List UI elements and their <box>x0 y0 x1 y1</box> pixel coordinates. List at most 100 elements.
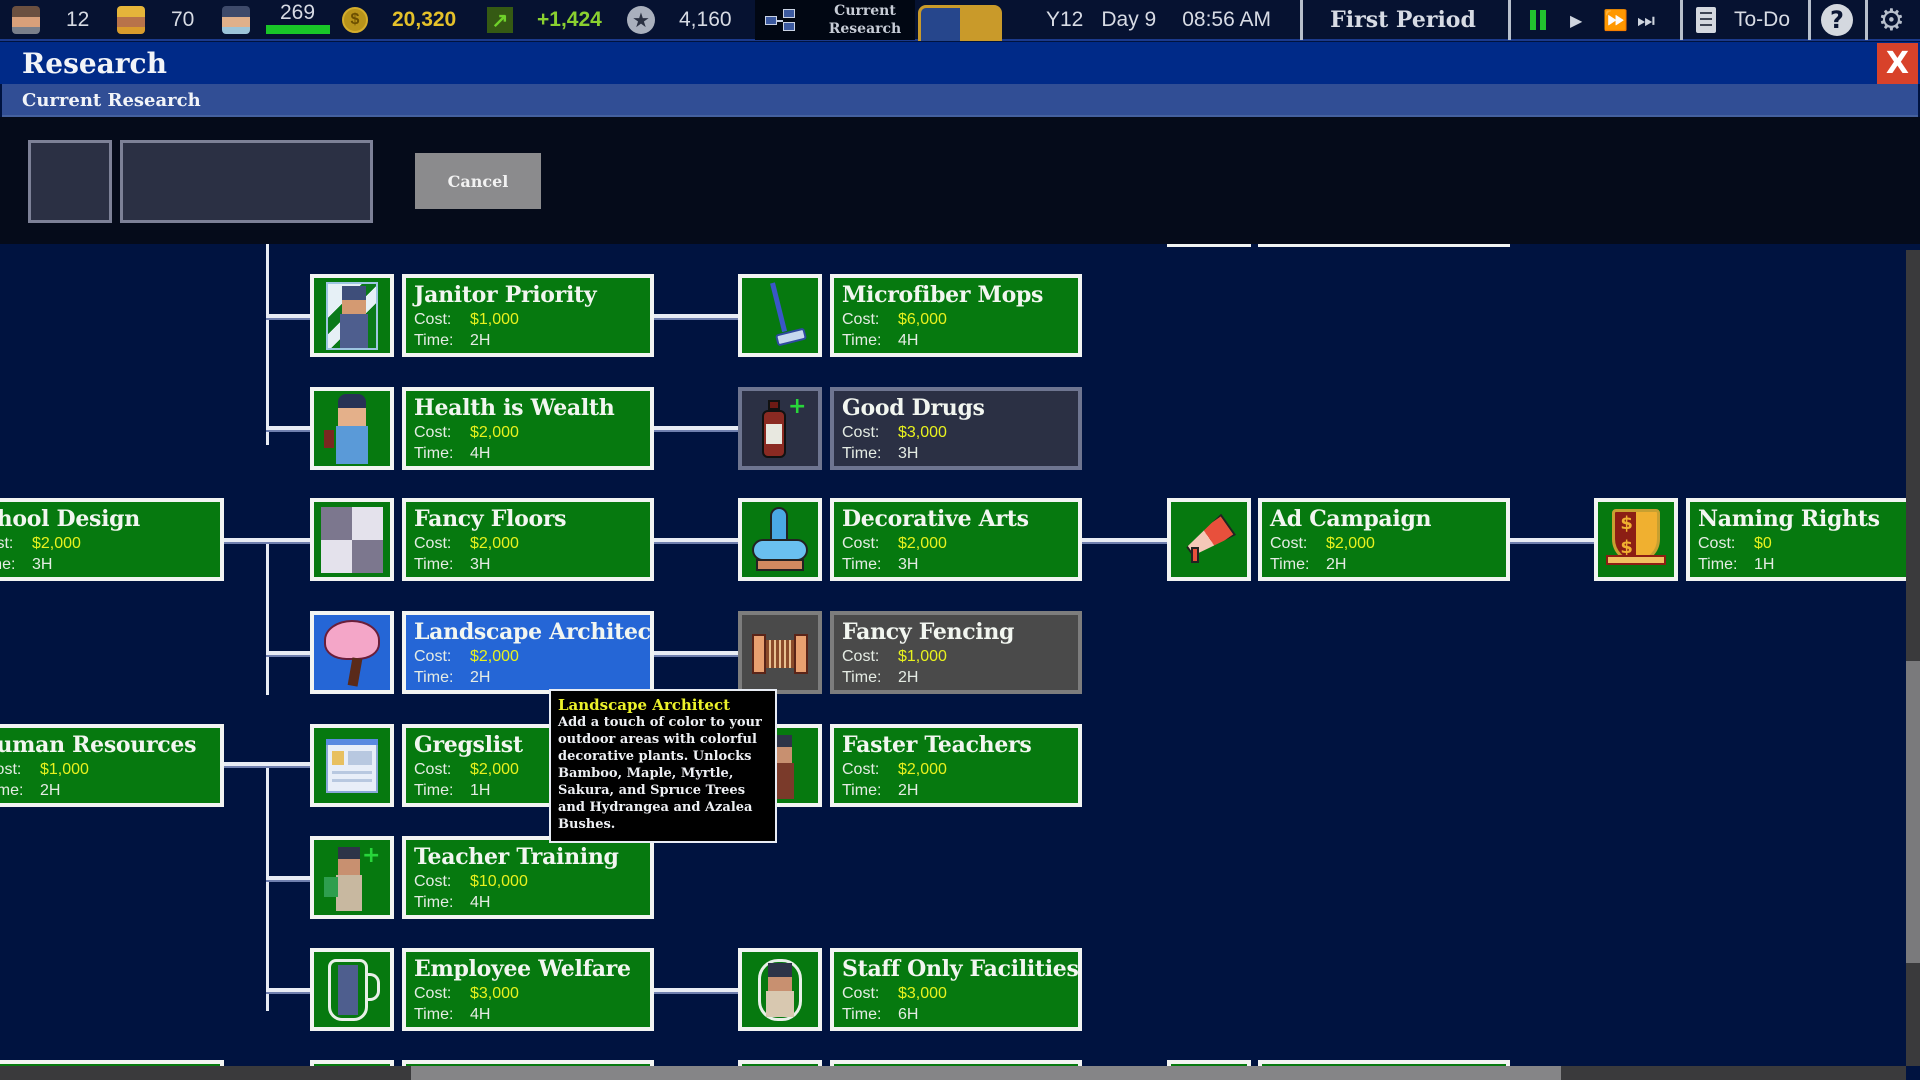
fast-forward-button[interactable]: ⏩ <box>1603 8 1628 32</box>
top-hud: 12 70 269 $ 20,320 ↗ +1,424 ★ 4,160 Curr… <box>0 0 1920 41</box>
time-value: 3H <box>32 556 53 573</box>
coin-icon: $ <box>342 7 368 33</box>
research-node-landscape-architect[interactable]: Landscape Architect Cost:$2,000 Time:2H <box>402 611 654 694</box>
connector <box>224 538 310 542</box>
money-value: 20,320 <box>392 8 457 31</box>
play-button[interactable]: ▶ <box>1570 9 1582 31</box>
research-node-microfiber-mops[interactable]: Microfiber Mops Cost:$6,000 Time:4H <box>830 274 1082 357</box>
help-button[interactable]: ? <box>1821 0 1853 40</box>
research-node-partial[interactable] <box>738 1060 822 1066</box>
node-title: Human Resources <box>0 732 197 758</box>
time-label: Time: <box>414 1006 454 1023</box>
research-node-janitor-priority[interactable]: Janitor Priority Cost:$1,000 Time:2H <box>402 274 654 357</box>
time-label: Time: <box>1270 556 1310 573</box>
research-node-naming-rights[interactable]: Naming Rights Cost:$0 Time:1H <box>1686 498 1906 581</box>
research-node-school-design[interactable]: School Design Cost:$2,000 Time:3H <box>0 498 224 581</box>
node-title: Teacher Training <box>414 844 619 870</box>
ad-campaign-icon-box[interactable] <box>1167 498 1251 581</box>
fancy-floors-icon-box[interactable] <box>310 498 394 581</box>
node-title: Decorative Arts <box>842 506 1029 532</box>
gregslist-icon-box[interactable] <box>310 724 394 807</box>
research-node-human-resources[interactable]: Human Resources Cost:$1,000 Time:2H <box>0 724 224 807</box>
cost-value: $2,000 <box>1326 535 1375 552</box>
research-node-health-is-wealth[interactable]: Health is Wealth Cost:$2,000 Time:4H <box>402 387 654 470</box>
time-value: 2H <box>470 332 491 349</box>
fancy-fencing-icon-box[interactable] <box>738 611 822 694</box>
cost-value: $0 <box>1754 535 1772 552</box>
school-crest-icon[interactable] <box>918 5 1002 41</box>
naming-rights-icon-box[interactable]: $ $$ $ <box>1594 498 1678 581</box>
cost-label: Cost: <box>1270 535 1308 552</box>
research-tree-icon <box>765 0 799 40</box>
research-node-staff-only-facilities[interactable]: Staff Only Facilities Cost:$3,000 Time:6… <box>830 948 1082 1031</box>
cost-value: $2,000 <box>32 535 81 552</box>
time-value: 1H <box>1754 556 1775 573</box>
money-stat[interactable]: $ 20,320 <box>342 0 456 40</box>
research-tree[interactable]: Janitor Priority Cost:$1,000 Time:2H Mic… <box>0 244 1906 1066</box>
fastest-button[interactable]: ⏭ <box>1637 8 1655 32</box>
node-title: Janitor Priority <box>414 282 597 308</box>
time-label: Time: <box>1698 556 1738 573</box>
pause-button[interactable] <box>1530 9 1546 31</box>
income-stat[interactable]: ↗ +1,424 <box>487 0 602 40</box>
close-icon: X <box>1885 46 1910 81</box>
landscape-architect-icon-box[interactable] <box>310 611 394 694</box>
cost-value: $2,000 <box>898 535 947 552</box>
research-node-partial[interactable] <box>1258 1060 1510 1066</box>
cancel-button[interactable]: Cancel <box>415 153 541 209</box>
research-node-partial[interactable] <box>830 1060 1082 1066</box>
cost-label: Cost: <box>842 985 880 1002</box>
tooltip-title: Landscape Architect <box>558 696 731 714</box>
teachers-stat[interactable]: 12 <box>12 0 89 40</box>
current-research-heading: Current Research <box>22 90 201 111</box>
research-node-faster-teachers[interactable]: Faster Teachers Cost:$2,000 Time:2H <box>830 724 1082 807</box>
research-node-decorative-arts[interactable]: Decorative Arts Cost:$2,000 Time:3H <box>830 498 1082 581</box>
research-node-fancy-fencing[interactable]: Fancy Fencing Cost:$1,000 Time:2H <box>830 611 1082 694</box>
research-node-ad-campaign[interactable]: Ad Campaign Cost:$2,000 Time:2H <box>1258 498 1510 581</box>
todo-list-icon <box>1696 7 1716 33</box>
close-button[interactable]: X <box>1877 43 1918 84</box>
trend-up-icon: ↗ <box>487 7 513 33</box>
reputation-stat[interactable]: ★ 4,160 <box>627 0 732 40</box>
current-research-label: Current Research <box>828 3 902 37</box>
research-node-partial[interactable] <box>402 1060 654 1066</box>
research-node-fancy-floors[interactable]: Fancy Floors Cost:$2,000 Time:3H <box>402 498 654 581</box>
time-label: Time: <box>414 556 454 573</box>
todo-button[interactable]: To-Do <box>1696 0 1790 40</box>
research-node-good-drugs[interactable]: Good Drugs Cost:$3,000 Time:3H <box>830 387 1082 470</box>
time-value: 3H <box>898 445 919 462</box>
vertical-scrollbar-thumb[interactable] <box>1906 661 1920 963</box>
research-node-partial[interactable] <box>1167 1060 1251 1066</box>
decorative-arts-icon-box[interactable] <box>738 498 822 581</box>
research-node-partial[interactable] <box>1167 244 1251 247</box>
connector <box>266 314 310 318</box>
time-label: Time: <box>0 556 16 573</box>
teacher-training-icon-box[interactable]: + <box>310 836 394 919</box>
students-stat[interactable]: 269 <box>222 0 315 40</box>
research-node-employee-welfare[interactable]: Employee Welfare Cost:$3,000 Time:4H <box>402 948 654 1031</box>
connector <box>266 244 269 445</box>
research-node-partial[interactable] <box>0 1060 224 1066</box>
current-research-header-bar <box>2 84 1918 117</box>
cost-label: Cost: <box>414 424 452 441</box>
horizontal-scrollbar-thumb[interactable] <box>411 1066 1561 1080</box>
settings-button[interactable]: ⚙ <box>1878 0 1905 40</box>
research-node-partial[interactable] <box>1258 244 1510 247</box>
cost-value: $10,000 <box>470 873 528 890</box>
research-node-teacher-training[interactable]: Teacher Training Cost:$10,000 Time:4H <box>402 836 654 919</box>
microfiber-mops-icon-box[interactable] <box>738 274 822 357</box>
connector <box>1081 538 1167 542</box>
good-drugs-icon-box[interactable]: + <box>738 387 822 470</box>
research-node-partial[interactable] <box>310 1060 394 1066</box>
connector <box>266 876 310 880</box>
date-time: Y12 Day 9 08:56 AM <box>1046 0 1271 40</box>
cost-value: $3,000 <box>898 424 947 441</box>
janitor-priority-icon-box[interactable] <box>310 274 394 357</box>
staff-stat[interactable]: 70 <box>117 0 194 40</box>
employee-welfare-icon-box[interactable] <box>310 948 394 1031</box>
staff-only-facilities-icon-box[interactable] <box>738 948 822 1031</box>
cost-label: Cost: <box>414 985 452 1002</box>
cost-label: Cost: <box>414 535 452 552</box>
health-is-wealth-icon-box[interactable] <box>310 387 394 470</box>
medicine-bottle-icon: + <box>748 394 812 464</box>
